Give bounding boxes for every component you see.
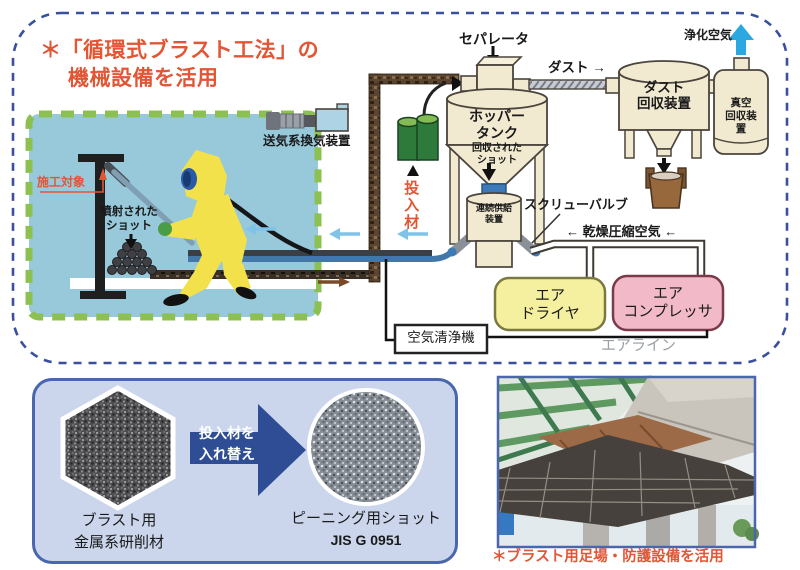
dust-drop-arrow (657, 163, 671, 174)
title-line2: 機械設備を活用 (68, 67, 219, 90)
input-arrow (407, 165, 419, 176)
hopper-tank-label: ホッパー タンク (469, 108, 525, 142)
air-compressor-label: エア コンプレッサ (623, 285, 713, 321)
air-line (384, 259, 709, 342)
dust-flow-label: ダスト → (548, 60, 606, 75)
compressed-air-pipes (529, 239, 706, 277)
shot-pile (107, 242, 157, 275)
title-line1: ＊「循環式ブラスト工法」の (40, 39, 320, 62)
air-compressor-box (611, 274, 725, 332)
swap-arrow-label: 投入材を 入れ替え (199, 425, 255, 462)
ventilation-device (266, 103, 349, 132)
vent-device-label: 送気系換気装置 (263, 134, 351, 148)
screw-valve-label: スクリューバルブ (524, 197, 628, 212)
hopper-tank (444, 88, 550, 245)
separator-label: セパレータ (459, 31, 529, 47)
bridge-photo (496, 375, 759, 549)
shoe (235, 286, 257, 300)
sprayed-shot-arrow (125, 234, 137, 249)
input-material-label: 投入材 (402, 180, 420, 231)
purified-air-arrow (728, 24, 754, 55)
air-dryer-box (493, 276, 607, 332)
dust-pipe (528, 79, 614, 90)
dust-collector (605, 60, 719, 174)
screw-valve-pointer (531, 213, 561, 244)
air-purifier-box (393, 323, 489, 355)
sprayed-shot-label: 噴射された ショット (100, 206, 158, 233)
i-beam-target (78, 154, 126, 299)
vacuum-recovery-label: 真空 回収装置 (725, 97, 757, 135)
target-label: 施工対象 (37, 175, 86, 189)
target-pointer (40, 168, 107, 193)
dust-collector-label: ダスト 回収装置 (637, 80, 691, 112)
shoe (163, 293, 189, 307)
abrasive-label: ブラスト用 金属系研削材 (73, 512, 164, 551)
suction-flow-arrow (339, 277, 350, 287)
purified-air-label: 浄化空気 (684, 28, 733, 42)
recovered-shot-label: 回収された ショット (472, 143, 522, 167)
input-material-drums (397, 81, 447, 176)
continuous-feeder (447, 192, 561, 268)
worker (158, 150, 257, 307)
dust-bucket (645, 167, 687, 209)
photo-caption: ＊ブラスト用足場・防護設備を活用 (492, 549, 724, 565)
dry-compressed-air-label: ← 乾燥圧縮空気 ← (566, 224, 678, 239)
suction-duct (150, 73, 464, 287)
process-diagram-canvas (11, 11, 789, 365)
duct-arrow (452, 76, 464, 91)
air-line-label: エアライン (601, 337, 677, 354)
recovered-shot-arrow (482, 169, 496, 181)
air-purifier-label: 空気清浄機 (407, 330, 475, 345)
shot-standard-label: JIS G 0951 (330, 532, 402, 548)
air-flow-arrows (245, 223, 428, 240)
glove (158, 222, 172, 236)
continuous-feeder-label: 連続供給 装置 (475, 203, 512, 224)
peening-shot-label: ピーニング用ショット (290, 510, 441, 527)
vacuum-recovery-unit (713, 24, 769, 155)
air-dryer-label: エア ドライヤ (520, 287, 580, 323)
